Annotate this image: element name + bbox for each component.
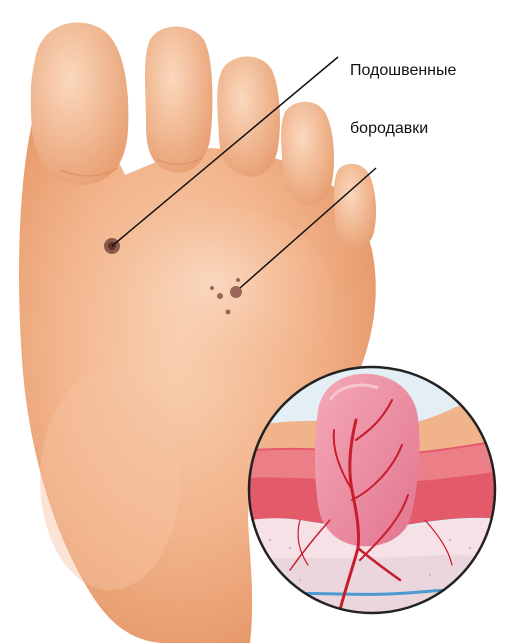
label-warts: бородавки: [350, 120, 428, 138]
label-plantar: Подошвенные: [350, 62, 456, 80]
